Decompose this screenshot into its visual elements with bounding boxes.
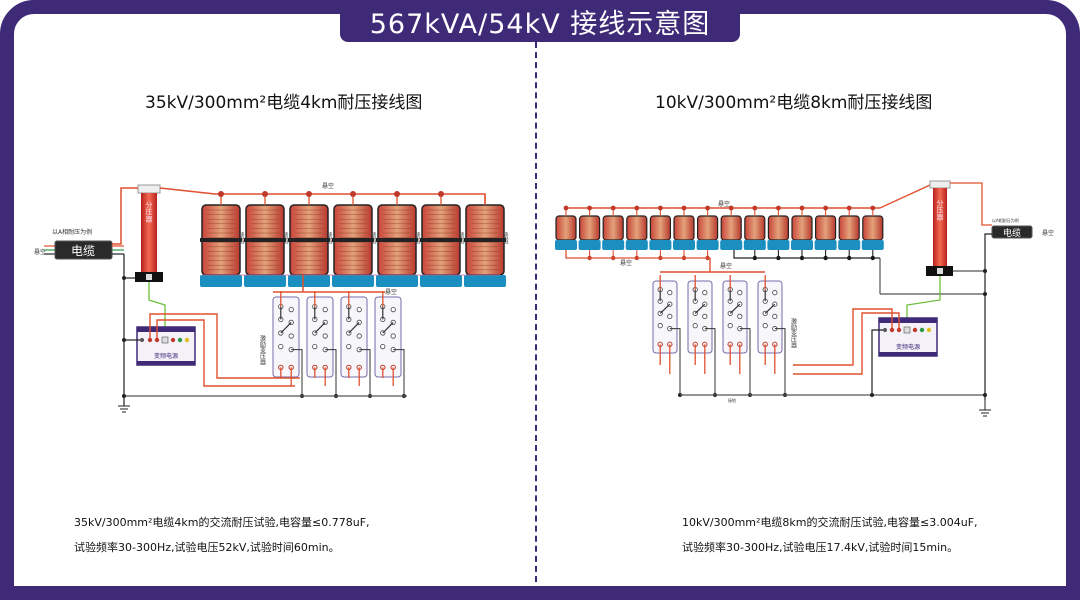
reactor [814,205,837,261]
reactor [602,205,625,261]
exciter-transformer [272,291,304,398]
right-divider-label: 分压器 [936,199,944,222]
left-exciter-group [272,291,406,398]
exciter-transformer [306,291,338,398]
reactor: 串联线 [464,194,510,287]
right-ground-icon [979,400,991,417]
right-bottom-float-label: 悬空 [620,259,632,267]
reactor: 串联线 [420,191,466,287]
left-power-label: 变频电源 [154,352,178,360]
center-divider [535,42,537,582]
right-ground-label: 接地 [728,397,736,403]
right-cable: 以A相耐压为例 电缆 悬空 [991,217,1054,239]
left-cable: 以A相耐压为例 悬空 电缆 [34,228,124,260]
right-diagram-title: 10kV/300mm²电缆8km耐压接线图 [655,93,933,113]
reactor: 串联线 [244,191,290,287]
left-exciter-float-label: 悬空 [385,288,397,296]
left-power-supply: 变频电源 [136,326,196,366]
right-desc-line-2: 试验频率30-300Hz,试验电压17.4kV,试验时间15min。 [682,541,959,554]
exciter-transformer [757,275,787,397]
exciter-transformer [722,275,752,397]
page-title: 567kVA/54kV 接线示意图 [340,0,740,42]
exciter-transformer [340,291,372,398]
right-exciter-float-label: 悬空 [720,262,732,270]
right-cable-label: 电缆 [1003,227,1021,239]
reactor [720,205,743,250]
reactor-label: 串联线 [373,231,378,244]
reactor-label: 串联线 [285,231,290,244]
reactor [696,205,719,261]
reactor [767,205,790,261]
right-reactor-group [555,205,884,261]
reactor: 串联线 [332,191,378,287]
right-voltage-divider: 分压器 [926,180,953,276]
right-power-supply: 变频电源 [878,317,938,357]
right-power-label: 变频电源 [896,343,920,351]
reactor: 串联线 [376,191,422,287]
right-exciter-group [652,275,787,397]
left-ground-icon [118,396,130,413]
right-desc-line-1: 10kV/300mm²电缆8km的交流耐压试验,电容量≤3.004uF, [682,516,978,529]
right-diagram: 悬空 悬空 悬空 激励变压器 分压器 以A相耐压为例 电缆 悬空 [555,180,1054,417]
left-top-float-label: 悬空 [322,182,334,190]
left-description: 35kV/300mm²电缆4km的交流耐压试验,电容量≤0.778uF, 试验频… [74,510,370,560]
reactor [578,205,601,261]
left-exciter-label: 激励变压器 [259,334,266,366]
left-diagram-title: 35kV/300mm²电缆4km耐压接线图 [145,93,423,113]
reactor [838,205,861,261]
left-divider-label: 分压器 [145,201,153,224]
reactor-label: 串联线 [241,231,246,244]
left-diagram: 以A相耐压为例 悬空 电缆 分压器 悬空 串联线串联线串联线串联线串联线串联线串… [34,182,510,413]
right-description: 10kV/300mm²电缆8km的交流耐压试验,电容量≤3.004uF, 试验频… [682,510,978,560]
left-desc-line-1: 35kV/300mm²电缆4km的交流耐压试验,电容量≤0.778uF, [74,516,370,529]
reactor [625,205,648,261]
reactor [791,205,813,261]
reactor [555,205,577,250]
reactor-label: 串联线 [505,231,510,244]
exciter-transformer [687,275,717,397]
right-top-float-label: 悬空 [718,200,730,208]
reactor-label: 串联线 [329,231,334,244]
exciter-transformer [652,275,682,397]
reactor [649,205,672,261]
exciter-transformer [374,291,406,398]
left-desc-line-2: 试验频率30-300Hz,试验电压52kV,试验时间60min。 [74,541,340,554]
reactor: 串联线 [288,191,334,287]
reactor [673,205,695,261]
left-cable-label: 电缆 [71,244,95,258]
frame-bottom-bar [0,588,1080,600]
reactor-label: 串联线 [461,231,466,244]
left-voltage-divider: 分压器 [135,184,163,282]
right-exciter-label: 激励变压器 [790,317,797,349]
reactor [743,205,766,261]
reactor-label: 串联线 [417,231,422,244]
reactor [861,205,884,261]
left-reactor-group: 串联线 串联线 串联线 串联线 串联线 串联线 串联线 [200,191,510,287]
left-cable-note: 以A相耐压为例 [52,228,92,236]
right-cable-note: 以A相耐压为例 [992,217,1019,223]
reactor: 串联线 [200,191,246,287]
right-float-label: 悬空 [1042,229,1054,237]
left-float-label: 悬空 [34,248,46,256]
